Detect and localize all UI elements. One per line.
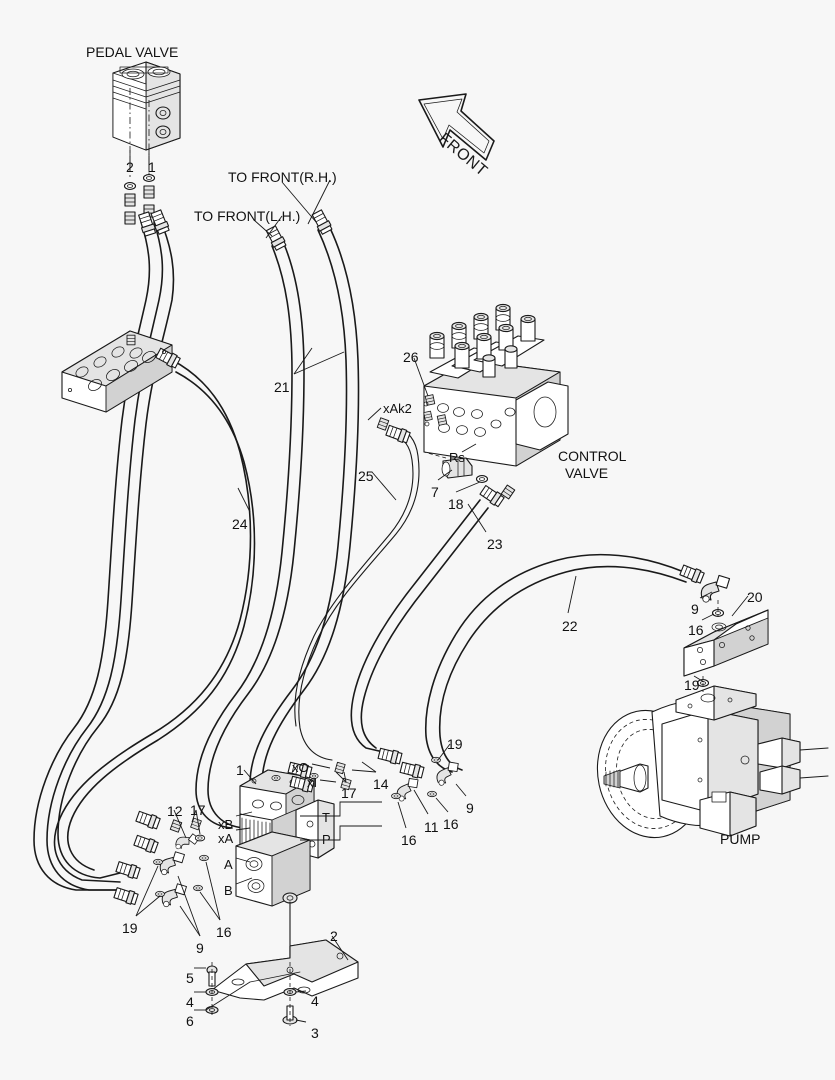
callout-2-pedal: 2 xyxy=(126,159,134,175)
pump-assembly xyxy=(596,563,829,839)
control-valve-assembly xyxy=(376,303,569,509)
svg-text:FRONT: FRONT xyxy=(435,130,490,180)
port-label-xak2: xAk2 xyxy=(383,401,412,416)
callout-16-mid: 16 xyxy=(401,832,417,848)
callout-26: 26 xyxy=(403,349,419,365)
title-pedal-valve: PEDAL VALVE xyxy=(86,44,179,60)
port-label-xa: xA xyxy=(218,831,234,846)
callout-1-manifold: 1 xyxy=(236,762,244,778)
callout-5: 5 xyxy=(186,970,194,986)
callout-22: 22 xyxy=(562,618,578,634)
callout-11: 11 xyxy=(424,819,439,835)
callout-19-pump: 19 xyxy=(684,677,700,693)
callout-16-left: 16 xyxy=(216,924,232,940)
front-arrow-icon: FRONT xyxy=(418,93,495,180)
port-label-b: B xyxy=(224,883,233,898)
callout-20: 20 xyxy=(747,589,763,605)
solenoid-manifold-assembly xyxy=(235,769,382,969)
mounting-bracket-assembly xyxy=(205,939,359,1026)
port-label-xo: xO xyxy=(292,760,309,775)
pedal-valve-assembly xyxy=(112,61,181,237)
title-control-valve-line2: VALVE xyxy=(565,465,609,481)
bulkhead-port-block xyxy=(61,330,182,413)
callout-4-right: 4 xyxy=(311,993,319,1009)
callout-7: 7 xyxy=(431,484,439,500)
title-to-front-lh: TO FRONT(L.H.) xyxy=(194,208,301,224)
port-label-xi: xI xyxy=(307,775,318,790)
callout-24: 24 xyxy=(232,516,248,532)
port-label-xb: xB xyxy=(218,817,234,832)
leader-lines xyxy=(129,156,749,1023)
callout-9-left: 9 xyxy=(196,940,204,956)
callout-17-top: 17 xyxy=(341,785,357,801)
callout-1-pedal: 1 xyxy=(148,159,156,175)
title-pump: PUMP xyxy=(720,831,761,847)
callout-9-right: 9 xyxy=(466,800,474,816)
callout-2-bracket: 2 xyxy=(330,928,338,944)
port-label-rs: Rs xyxy=(449,450,465,465)
callout-3: 3 xyxy=(311,1025,319,1041)
callout-19-right: 19 xyxy=(447,736,463,752)
title-to-front-rh: TO FRONT(R.H.) xyxy=(228,169,337,185)
callout-9-pump: 9 xyxy=(691,601,699,617)
callout-14: 14 xyxy=(373,776,389,792)
callout-4-left: 4 xyxy=(186,994,194,1010)
callout-19-left: 19 xyxy=(122,920,138,936)
callout-16-right: 16 xyxy=(443,816,459,832)
hose-group xyxy=(33,218,687,891)
callout-21: 21 xyxy=(274,379,290,395)
callout-17-left: 17 xyxy=(190,802,206,818)
title-control-valve-line1: CONTROL xyxy=(558,448,627,464)
port-label-a: A xyxy=(224,857,233,872)
callout-18: 18 xyxy=(448,496,464,512)
callout-12: 12 xyxy=(167,803,183,819)
callout-6: 6 xyxy=(186,1013,194,1029)
port-label-p: P xyxy=(322,832,331,847)
callout-23: 23 xyxy=(487,536,503,552)
port-label-t: T xyxy=(322,810,330,825)
callout-25: 25 xyxy=(358,468,374,484)
callout-16-pump: 16 xyxy=(688,622,704,638)
